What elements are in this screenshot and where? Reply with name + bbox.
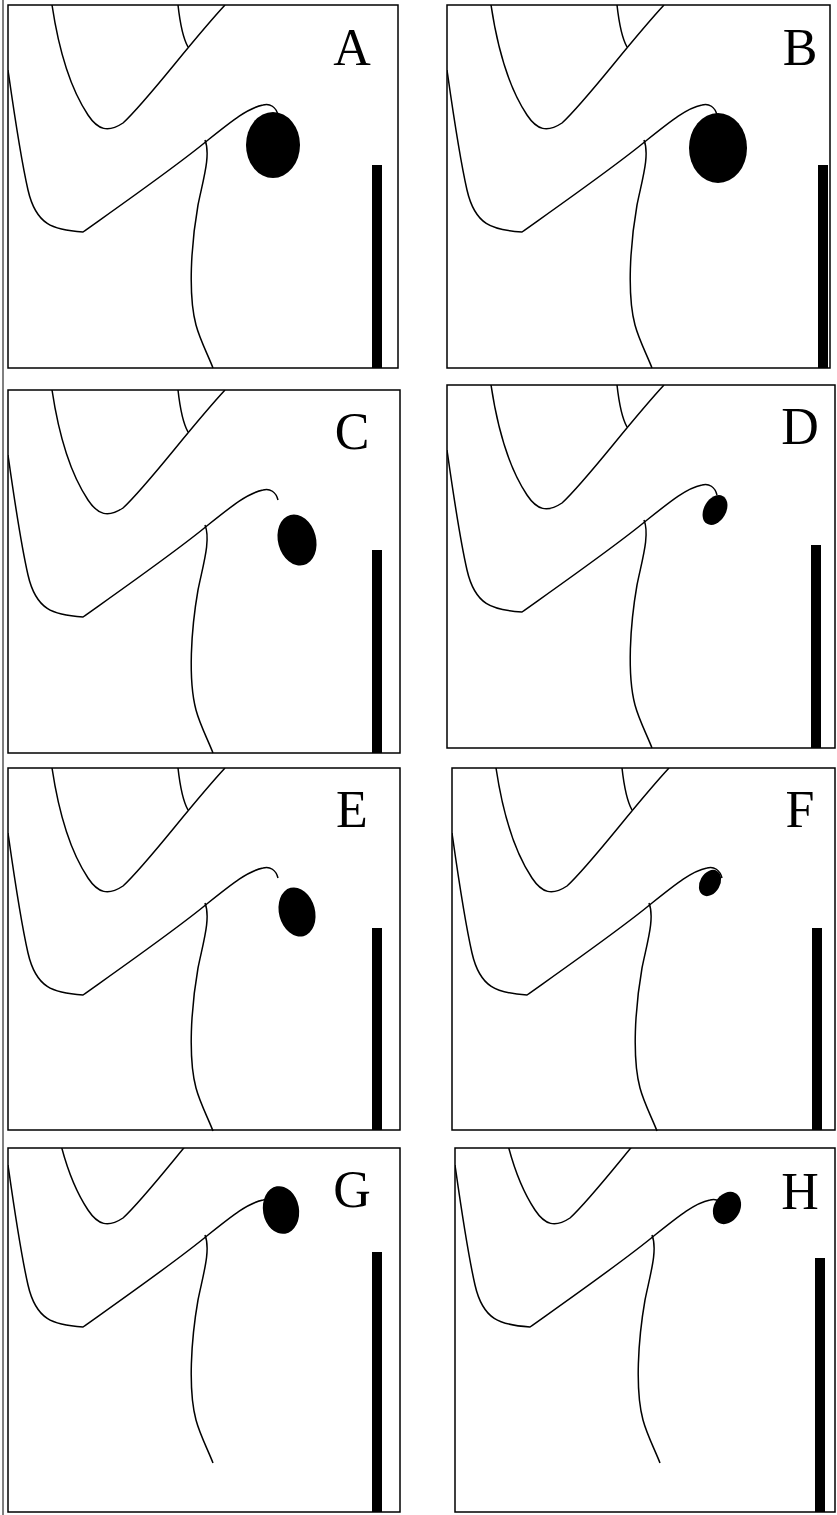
panel-letter: E <box>336 784 368 836</box>
panel <box>452 768 835 1131</box>
panel <box>8 1100 400 1512</box>
panel <box>8 5 398 368</box>
panel <box>8 390 400 753</box>
page-rule <box>3 0 4 1515</box>
panel <box>447 5 830 368</box>
panel <box>8 768 400 1131</box>
panel-letter: B <box>783 22 818 74</box>
panel-letter: G <box>333 1164 371 1216</box>
panel <box>455 1100 835 1512</box>
panel-letter: A <box>333 22 371 74</box>
panel-letter: C <box>335 406 370 458</box>
panel-letter: H <box>781 1166 819 1218</box>
panel-letter: D <box>781 401 819 453</box>
panel <box>447 385 835 748</box>
panel-letter: F <box>786 784 815 836</box>
